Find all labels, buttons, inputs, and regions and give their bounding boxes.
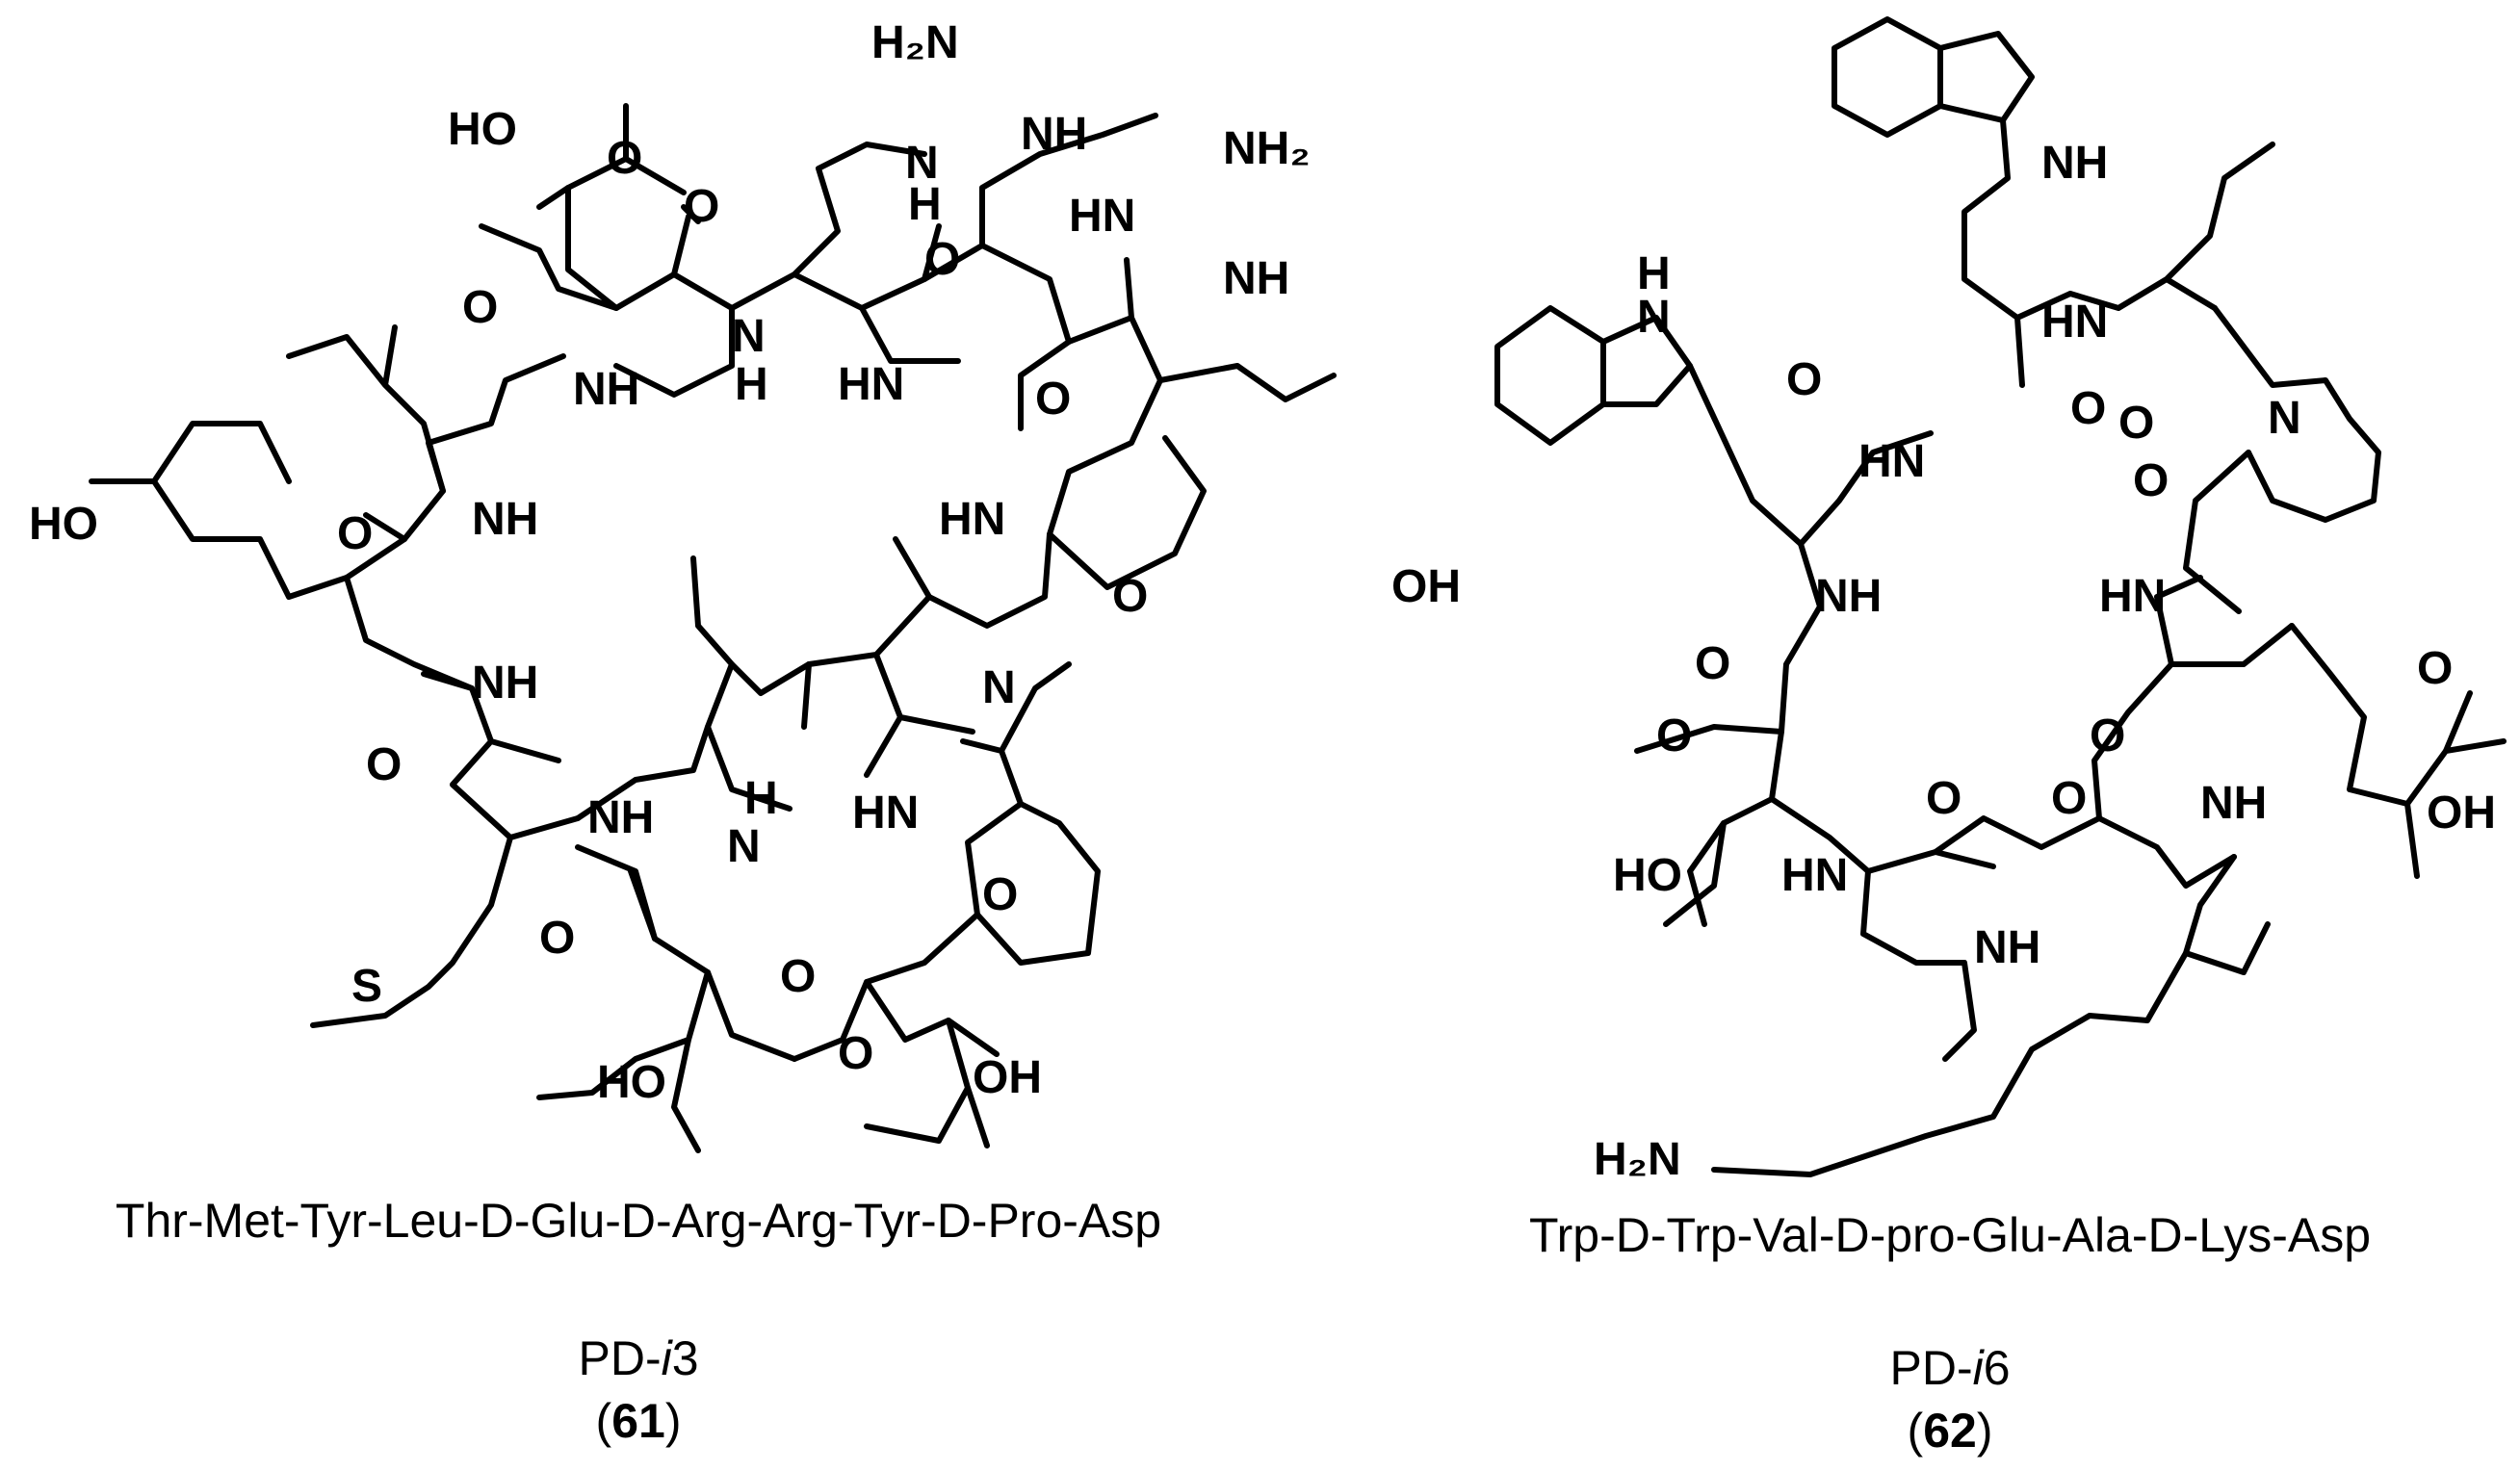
atom-61-h-6: H <box>744 773 778 824</box>
atom-61-o-6: O <box>982 869 1018 920</box>
sequence-61: Thr-Met-Tyr-Leu-D-Glu-D-Arg-Arg-Tyr-D-Pr… <box>116 1194 1161 1248</box>
atom-61-hn-1: HN <box>838 359 904 410</box>
caption-62: Trp-D-Trp-Val-D-pro-Glu-Ala-D-Lys-Asp PD… <box>1529 1208 2371 1458</box>
atom-62-nh-3: NH <box>1974 922 2040 973</box>
atom-61-nh2-right: NH₂ <box>1223 123 1311 174</box>
atom-62-hn-1: HN <box>1858 436 1925 487</box>
caption-61: Thr-Met-Tyr-Leu-D-Glu-D-Arg-Arg-Tyr-D-Pr… <box>116 1194 1161 1448</box>
structure-62: NH H N HN O O HN O N O NH HN O O O O NH … <box>1494 16 2507 1185</box>
atom-61-n-2: N <box>732 311 766 362</box>
compound-name-62: PD-i6 <box>1889 1341 2010 1395</box>
atom-61-oh-tyr2: OH <box>1391 561 1461 612</box>
atom-61-h-arg: H <box>908 179 942 230</box>
atom-61-o-glu: O <box>684 181 719 232</box>
atom-61-nh-top: NH <box>1021 109 1087 160</box>
atom-62-o-2: O <box>2070 383 2106 434</box>
atom-62-o-8: O <box>2090 710 2125 761</box>
atom-62-h-ind2: H <box>1637 248 1671 299</box>
atom-62-hn-3: HN <box>1781 850 1848 901</box>
atom-62-o-9: O <box>1926 773 1961 824</box>
atom-61-o-3: O <box>1035 374 1071 425</box>
atom-61-oh-asp: OH <box>973 1052 1042 1103</box>
atom-61-n-6: N <box>727 821 761 872</box>
atom-61-o-arg1: O <box>924 234 960 285</box>
atom-61-hn-6: HN <box>852 787 919 839</box>
atom-61-n-arg: N <box>905 138 939 189</box>
atom-61-h2n-top: H₂N <box>871 17 959 68</box>
atom-62-hn-val: HN <box>2041 297 2108 348</box>
atom-61-o-9: O <box>838 1028 873 1079</box>
atom-62-nh-ind1: NH <box>2041 138 2108 189</box>
atom-62-o-3: O <box>2118 398 2154 449</box>
atom-62-o-4: O <box>2133 455 2169 506</box>
atom-61-nh-1: NH <box>573 364 639 415</box>
atom-62-o-10: O <box>2051 773 2087 824</box>
atom-62-n-ind2: N <box>1637 292 1671 343</box>
compound-number-62: (62) <box>1908 1404 1993 1458</box>
atom-62-n-pro: N <box>2268 393 2301 444</box>
structure-62-bonds <box>1494 16 2507 1177</box>
atom-61-o-leu: O <box>462 282 498 333</box>
atom-61-o-top: O <box>607 133 642 184</box>
atom-61-n-pro: N <box>982 662 1016 713</box>
atom-61-o-5: O <box>366 739 402 790</box>
atom-62-nh-2: NH <box>2200 778 2267 829</box>
atom-62-hn-2: HN <box>2099 571 2166 622</box>
atom-61-o-4: O <box>1112 571 1148 622</box>
structure-61-bonds <box>89 103 1337 1153</box>
atom-61-h-2: H <box>735 359 768 410</box>
atom-62-nh-1: NH <box>1815 571 1882 622</box>
atom-61-nh-3: NH <box>472 494 538 545</box>
atom-61-o-8: O <box>780 951 816 1002</box>
atom-62-o-7: O <box>1656 710 1692 761</box>
structure-61: HO O H₂N NH NH₂ N H O HN NH O O NH N H H… <box>29 17 1461 1153</box>
atom-62-o-1: O <box>1786 354 1822 405</box>
atom-62-o-6: O <box>2417 643 2453 694</box>
atom-62-ho-asp: HO <box>1613 850 1682 901</box>
compound-number-61: (61) <box>596 1394 682 1448</box>
atom-62-h2n-lys: H₂N <box>1594 1134 1681 1185</box>
atom-61-nh-5: NH <box>587 792 654 843</box>
atom-61-ho-top: HO <box>448 104 517 155</box>
atom-62-o-5: O <box>1695 638 1730 689</box>
atom-61-ho-thr: HO <box>597 1057 666 1108</box>
atom-61-nh-4: NH <box>472 658 538 709</box>
sequence-62: Trp-D-Trp-Val-D-pro-Glu-Ala-D-Lys-Asp <box>1529 1208 2371 1262</box>
atom-61-s-met: S <box>351 961 382 1012</box>
atom-61-hn-2: HN <box>939 494 1005 545</box>
atom-62-oh-glu: OH <box>2427 787 2496 839</box>
compound-name-61: PD-i3 <box>578 1331 698 1385</box>
atom-61-ho-tyr: HO <box>29 499 98 550</box>
atom-61-hn-arg2: HN <box>1069 191 1135 242</box>
atom-61-o-7: O <box>539 913 575 964</box>
atom-61-o-2: O <box>337 508 373 559</box>
atom-61-nh-arg2: NH <box>1223 253 1289 304</box>
